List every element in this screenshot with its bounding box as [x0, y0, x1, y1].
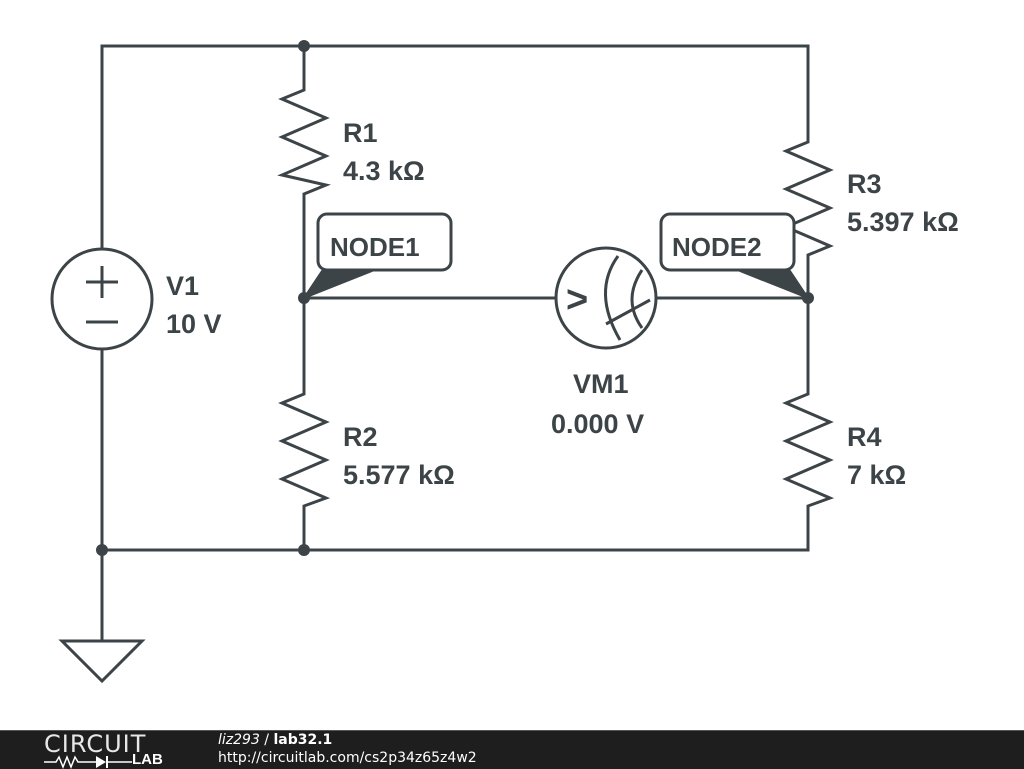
node1-text: NODE1 [330, 232, 420, 262]
resistor-icon [782, 390, 835, 508]
junction-bottom-mid [298, 544, 310, 556]
node-label-node2[interactable]: NODE2 [659, 212, 809, 299]
vm1-name: VM1 [573, 369, 629, 399]
v1-value: 10 V [166, 309, 222, 339]
meter-needle-icon [605, 298, 651, 326]
wire-ground-rail [100, 506, 810, 552]
vm1-value: 0.000 V [551, 409, 644, 439]
ground-icon [58, 639, 146, 684]
resistor-r1[interactable]: R1 4.3 kΩ [277, 78, 425, 196]
node1-tag-box [316, 212, 453, 272]
node2-tag-box [659, 212, 796, 272]
node1-pointer [303, 270, 373, 299]
resistor-r4[interactable]: R4 7 kΩ [782, 390, 906, 508]
r3-value: 5.397 kΩ [847, 207, 959, 237]
wires [100, 44, 810, 642]
r1-value: 4.3 kΩ [343, 156, 425, 186]
resistor-icon [277, 78, 331, 196]
voltage-source-icon [50, 247, 154, 351]
resistor-r2[interactable]: R2 5.577 kΩ [278, 390, 455, 508]
voltage-source-v1[interactable]: V1 10 V [50, 247, 222, 351]
breadcrumb-separator: / [259, 732, 274, 748]
node2-text: NODE2 [672, 232, 762, 262]
voltmeter-icon [554, 246, 658, 350]
r4-name: R4 [847, 422, 882, 452]
voltmeter-vm1[interactable]: > VM1 0.000 V [551, 246, 658, 439]
node2-pointer [739, 270, 809, 299]
ground[interactable] [58, 639, 146, 684]
username-link[interactable]: liz293 [218, 732, 260, 748]
meter-arc-icon-2 [630, 269, 644, 329]
footer-bar: CIRCUIT LAB liz293 / lab32.1 http://circ… [0, 730, 1024, 769]
project-name-link[interactable]: lab32.1 [273, 732, 333, 748]
r2-name: R2 [343, 422, 378, 452]
project-breadcrumb: liz293 / lab32.1 [218, 732, 332, 749]
project-url-link[interactable]: http://circuitlab.com/cs2p34z65z4w2 [218, 750, 477, 766]
r2-value: 5.577 kΩ [343, 460, 455, 490]
resistor-r3[interactable]: R3 5.397 kΩ [782, 120, 959, 257]
r1-name: R1 [343, 118, 378, 148]
circuitlab-logo-text[interactable]: CIRCUIT [44, 730, 147, 758]
node-label-node1[interactable]: NODE1 [303, 212, 453, 299]
junction-bottom-left [96, 544, 108, 556]
r3-name: R3 [847, 169, 882, 199]
wire-top [100, 44, 810, 250]
r4-value: 7 kΩ [847, 460, 906, 490]
resistor-icon [782, 120, 834, 257]
junction-top [298, 40, 310, 52]
voltmeter-v-symbol: > [566, 279, 588, 321]
meter-arc-icon [604, 255, 622, 341]
resistor-diode-logo-icon [44, 754, 132, 769]
v1-name: V1 [166, 271, 199, 301]
circuit-schematic: V1 10 V R1 4.3 kΩ R2 5.577 kΩ R3 5.397 k… [50, 40, 959, 684]
resistor-icon [278, 390, 331, 508]
circuitlab-logo-lab: LAB [132, 751, 163, 768]
